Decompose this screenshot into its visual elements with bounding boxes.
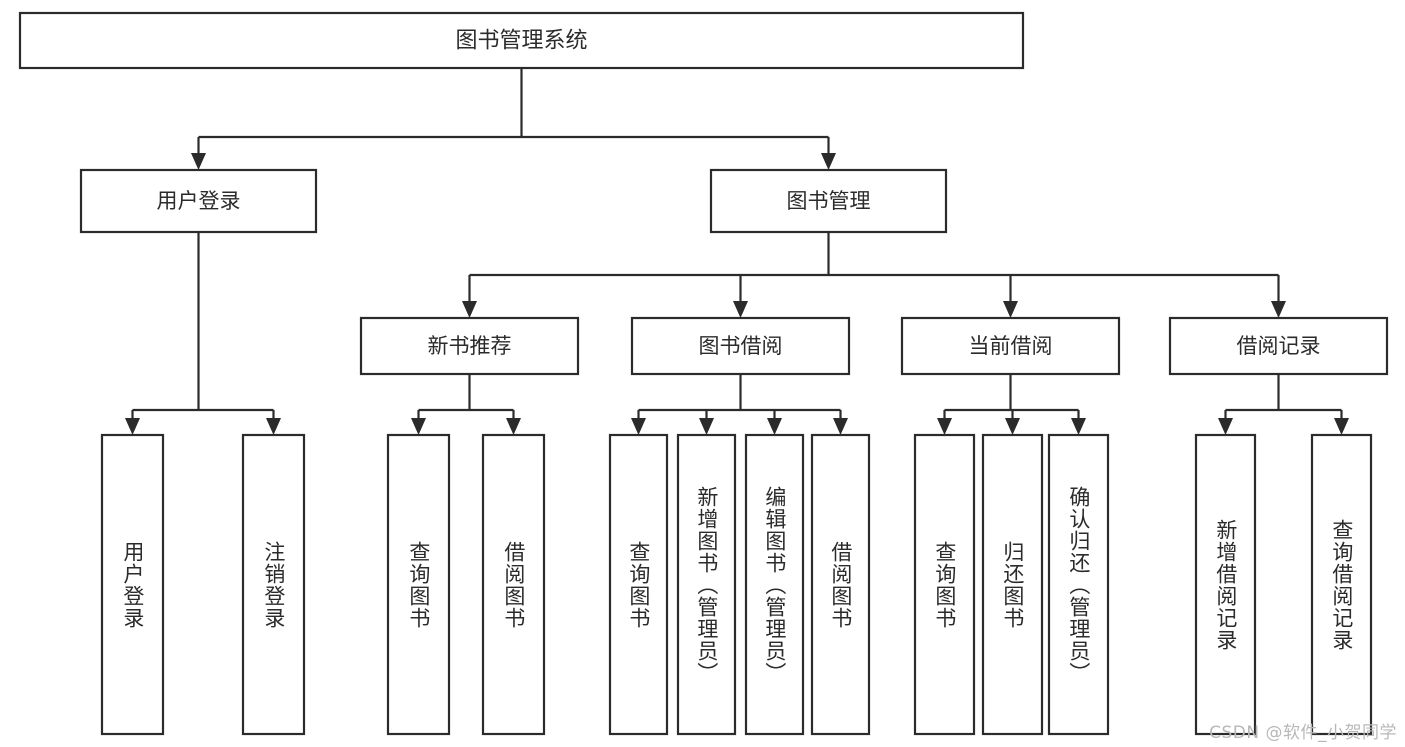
arrow-head-icon-leaf-return-book [1005,418,1020,435]
arrow-head-icon-user-login [191,153,206,170]
arrow-head-icon-book-borrow [733,301,748,318]
arrow-head-icon-leaf-query-book-3 [937,418,952,435]
node-label-book-borrow: 图书借阅 [699,334,783,358]
node-box-leaf-add-record[interactable] [1194,433,1257,736]
node-box-user-login[interactable] [79,168,318,234]
connectors-layer [125,68,1349,435]
arrow-head-icon-leaf-add-book [699,418,714,435]
node-box-leaf-query-book-2[interactable] [608,433,669,736]
arrow-head-icon-leaf-query-book-2 [631,418,646,435]
arrow-head-icon-leaf-add-record [1218,418,1233,435]
node-box-book-manage[interactable] [709,168,948,234]
root-node-label: 图书管理系统 [455,29,587,54]
arrow-head-icon-new-book-recommend [462,301,477,318]
arrow-head-icon-leaf-confirm-return [1071,418,1086,435]
node-label-book-manage: 图书管理 [787,189,871,213]
node-box-leaf-confirm-return[interactable] [1047,433,1110,736]
node-box-leaf-user-logout[interactable] [241,433,306,736]
node-label-current-borrow: 当前借阅 [969,334,1053,358]
node-box-new-book-recommend[interactable] [359,316,580,376]
arrow-head-icon-leaf-borrow-book-1 [506,418,521,435]
node-box-leaf-borrow-book-2[interactable] [810,433,871,736]
node-box-leaf-return-book[interactable] [981,433,1044,736]
node-label-new-book-recommend: 新书推荐 [428,334,512,358]
node-box-current-borrow[interactable] [900,316,1121,376]
node-box-leaf-query-book-3[interactable] [913,433,976,736]
node-box-leaf-add-book[interactable] [676,433,737,736]
node-label-user-login: 用户登录 [157,189,241,213]
arrow-head-icon-leaf-query-book-1 [411,418,426,435]
boxes-layer [18,11,1389,736]
arrow-head-icon-leaf-borrow-book-2 [833,418,848,435]
node-box-leaf-query-record[interactable] [1310,433,1373,736]
node-box-book-borrow[interactable] [630,316,851,376]
arrow-head-icon-leaf-edit-book [767,418,782,435]
arrow-head-icon-leaf-query-record [1334,418,1349,435]
node-label-borrow-record: 借阅记录 [1237,334,1321,358]
node-box-borrow-record[interactable] [1168,316,1389,376]
root-node-box[interactable] [18,11,1025,70]
node-box-leaf-edit-book[interactable] [744,433,805,736]
arrow-head-icon-borrow-record [1271,301,1286,318]
arrow-head-icon-current-borrow [1003,301,1018,318]
arrow-head-icon-leaf-user-login [125,418,140,435]
arrow-head-icon-leaf-user-logout [266,418,281,435]
node-box-leaf-user-login[interactable] [100,433,165,736]
arrow-head-icon-book-manage [821,153,836,170]
node-box-leaf-borrow-book-1[interactable] [481,433,546,736]
node-box-leaf-query-book-1[interactable] [386,433,451,736]
